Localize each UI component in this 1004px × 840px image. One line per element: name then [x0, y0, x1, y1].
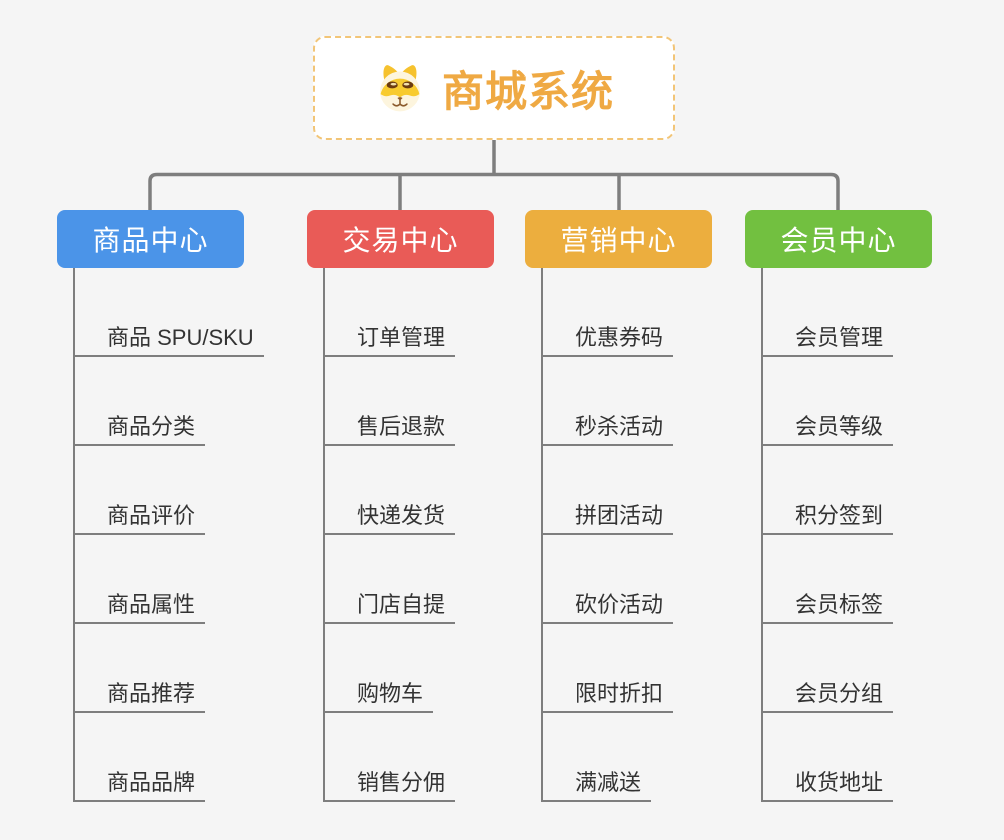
topic-node[interactable]: 门店自提 [323, 590, 456, 624]
branch-trunk-line [73, 268, 75, 802]
topic-node[interactable]: 售后退款 [323, 412, 456, 446]
topic-node[interactable]: 积分签到 [761, 501, 894, 535]
topic-node[interactable]: 砍价活动 [541, 590, 674, 624]
topic-node[interactable]: 商品分类 [73, 412, 206, 446]
topic-node[interactable]: 商品品牌 [73, 768, 206, 802]
topic-node[interactable]: 商品评价 [73, 501, 206, 535]
branch-column-marketing: 营销中心 优惠券码 秒杀活动 拼团活动 砍价活动 限时折扣 满减送 [525, 210, 785, 802]
branch-trunk-line [323, 268, 325, 802]
topic-node[interactable]: 会员管理 [761, 323, 894, 357]
topic-node[interactable]: 限时折扣 [541, 679, 674, 713]
branch-column-members: 会员中心 会员管理 会员等级 积分签到 会员标签 会员分组 收货地址 [745, 210, 1004, 802]
topic-node[interactable]: 优惠券码 [541, 323, 674, 357]
topic-node[interactable]: 订单管理 [323, 323, 456, 357]
branch-node-products[interactable]: 商品中心 [57, 210, 244, 268]
topic-node[interactable]: 收货地址 [761, 768, 894, 802]
topic-node[interactable]: 拼团活动 [541, 501, 674, 535]
topic-node[interactable]: 销售分佣 [323, 768, 456, 802]
root-title: 商城系统 [441, 67, 614, 115]
topic-node[interactable]: 商品推荐 [73, 679, 206, 713]
topic-node[interactable]: 会员等级 [761, 412, 894, 446]
branch-node-trade[interactable]: 交易中心 [307, 210, 494, 268]
branch-node-members[interactable]: 会员中心 [745, 210, 932, 268]
topic-node[interactable]: 购物车 [323, 679, 434, 713]
topic-node[interactable]: 会员标签 [761, 590, 894, 624]
dog-icon [380, 65, 420, 112]
topic-node[interactable]: 快递发货 [323, 501, 456, 535]
branch-trunk-line [761, 268, 763, 802]
root-node[interactable]: 商城系统 [313, 36, 675, 140]
branch-column-products: 商品中心 商品 SPU/SKU 商品分类 商品评价 商品属性 商品推荐 商品品牌 [57, 210, 317, 802]
branch-trunk-line [541, 268, 543, 802]
topic-node[interactable]: 满减送 [541, 768, 652, 802]
branch-node-marketing[interactable]: 营销中心 [525, 210, 712, 268]
topic-node[interactable]: 商品属性 [73, 590, 206, 624]
topic-node[interactable]: 会员分组 [761, 679, 894, 713]
topic-node[interactable]: 商品 SPU/SKU [73, 323, 264, 357]
topic-node[interactable]: 秒杀活动 [541, 412, 674, 446]
branch-column-trade: 交易中心 订单管理 售后退款 快递发货 门店自提 购物车 销售分佣 [307, 210, 567, 802]
